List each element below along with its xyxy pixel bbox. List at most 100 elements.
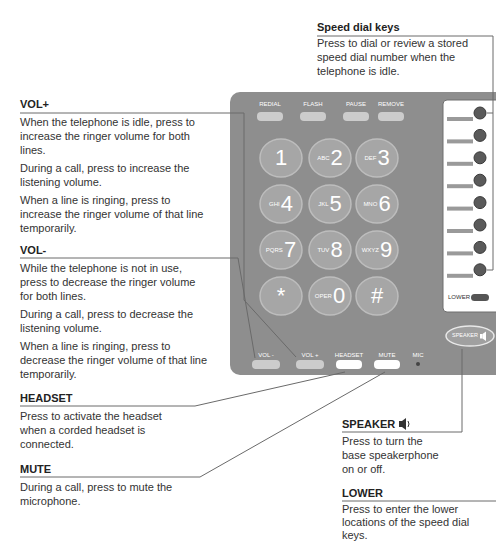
key-digit: 9 bbox=[380, 239, 392, 261]
speed-dial-key bbox=[474, 107, 486, 119]
label-strip bbox=[447, 162, 473, 166]
keypad-key: PQRS7 bbox=[259, 230, 303, 270]
label-strip bbox=[447, 207, 473, 211]
button-label: MUTE bbox=[379, 352, 396, 358]
key-digit: 6 bbox=[378, 193, 390, 215]
callout-heading: SPEAKER bbox=[342, 417, 395, 431]
label-strip bbox=[447, 139, 473, 143]
leader-line bbox=[20, 372, 385, 477]
key-digit: 8 bbox=[330, 239, 342, 261]
vol-plus-button bbox=[296, 360, 324, 369]
speed-dial-panel bbox=[443, 100, 496, 312]
key-letters: WXYZ bbox=[362, 247, 379, 253]
callout-heading: VOL+ bbox=[20, 97, 49, 111]
button-outline bbox=[309, 277, 351, 315]
leader-lines bbox=[20, 36, 496, 501]
callout-text: When a line is ringing, press to increas… bbox=[20, 193, 210, 235]
key-letters: TUV bbox=[317, 247, 329, 253]
key-digit: 2 bbox=[331, 147, 343, 169]
button-label: REDIAL bbox=[259, 101, 281, 107]
button-outline bbox=[356, 185, 398, 223]
button-outline bbox=[260, 139, 302, 177]
button-outline bbox=[260, 231, 302, 269]
speaker-button: SPEAKER bbox=[445, 325, 495, 347]
key-letters: GHI bbox=[269, 201, 280, 207]
key-digit: * bbox=[277, 285, 286, 307]
callout-text: When the telephone is idle, press to inc… bbox=[20, 115, 210, 157]
button-label: VOL + bbox=[302, 352, 319, 358]
label-strip bbox=[447, 229, 473, 233]
redial-button bbox=[257, 112, 283, 121]
key-letters: ABC bbox=[317, 155, 329, 161]
callout-text: When a line is ringing, press to decreas… bbox=[20, 339, 210, 381]
speed-dial-key bbox=[474, 219, 486, 231]
speed-dial-key bbox=[474, 241, 486, 253]
key-letters: PQRS bbox=[266, 247, 283, 253]
function-buttons bbox=[252, 112, 420, 369]
key-digit: 7 bbox=[284, 239, 296, 261]
key-digit: # bbox=[371, 285, 383, 307]
lower-button bbox=[471, 294, 489, 301]
callout-heading: VOL- bbox=[20, 243, 46, 257]
key-digit: 3 bbox=[377, 147, 389, 169]
key-letters: JKL bbox=[318, 201, 328, 207]
speed-dial-key bbox=[474, 152, 486, 164]
key-letters: OPER bbox=[315, 293, 332, 299]
button-label: MIC bbox=[413, 352, 424, 358]
button-outline bbox=[356, 231, 398, 269]
button-outline bbox=[356, 139, 398, 177]
speaker-icon-body bbox=[399, 421, 402, 427]
callout-text: Press to activate the headset when a cor… bbox=[20, 409, 180, 451]
button-label: REMOVE bbox=[378, 101, 404, 107]
flash-button bbox=[300, 112, 326, 121]
callout-text: Press to dial or review a stored speed d… bbox=[317, 36, 479, 78]
mic-hole bbox=[416, 362, 420, 366]
mute-button bbox=[374, 360, 400, 369]
callout-text: During a call, press to decrease the lis… bbox=[20, 307, 210, 335]
button-label: HEADSET bbox=[335, 352, 363, 358]
button-outline bbox=[356, 277, 398, 315]
callout-text: Press to enter the lower locations of th… bbox=[342, 503, 492, 542]
label-strip bbox=[447, 274, 473, 278]
callout-text: During a call, press to increase the lis… bbox=[20, 161, 210, 189]
keypad-key: # bbox=[355, 276, 399, 316]
key-letters: DEF bbox=[364, 155, 376, 161]
key-digit: 1 bbox=[275, 147, 287, 169]
keypad-key: OPER0 bbox=[308, 276, 352, 316]
callout-heading: MUTE bbox=[20, 462, 51, 476]
speaker-icon bbox=[399, 418, 409, 430]
key-digit: 0 bbox=[333, 285, 345, 307]
speaker-icon-cone bbox=[402, 418, 406, 430]
key-letters: MNO bbox=[363, 201, 377, 207]
vol-minus-button bbox=[252, 360, 280, 369]
remove-button bbox=[378, 112, 404, 121]
leader-line bbox=[342, 349, 462, 432]
callout-heading: HEADSET bbox=[20, 391, 73, 405]
leader-line bbox=[20, 113, 296, 357]
keypad-key: ABC2 bbox=[308, 138, 352, 178]
keypad-key: MNO6 bbox=[355, 184, 399, 224]
button-outline bbox=[309, 185, 351, 223]
label-strip bbox=[447, 184, 473, 188]
speaker-icon bbox=[480, 334, 483, 339]
speed-dial-area: LOWER bbox=[443, 100, 496, 312]
telephone-base bbox=[230, 92, 496, 375]
button-outline bbox=[309, 139, 351, 177]
button-outline bbox=[309, 231, 351, 269]
keypad-key: 1 bbox=[259, 138, 303, 178]
callout-heading: LOWER bbox=[342, 486, 383, 500]
leader-line bbox=[487, 113, 493, 114]
button-outline bbox=[260, 277, 302, 315]
button-outline bbox=[260, 185, 302, 223]
key-digit: 4 bbox=[281, 193, 293, 215]
button-label: VOL - bbox=[258, 352, 273, 358]
speaker-icon bbox=[483, 332, 487, 342]
key-digit: 5 bbox=[330, 193, 342, 215]
speed-dial-key bbox=[474, 129, 486, 141]
telephone-panel: REDIALFLASHPAUSEREMOVEVOL -VOL +HEADSETM… bbox=[230, 92, 496, 375]
keypad-key: GHI4 bbox=[259, 184, 303, 224]
callout-text: Press to turn the base speakerphone on o… bbox=[342, 434, 447, 476]
speed-dial-key bbox=[474, 174, 486, 186]
button-label: FLASH bbox=[303, 101, 322, 107]
